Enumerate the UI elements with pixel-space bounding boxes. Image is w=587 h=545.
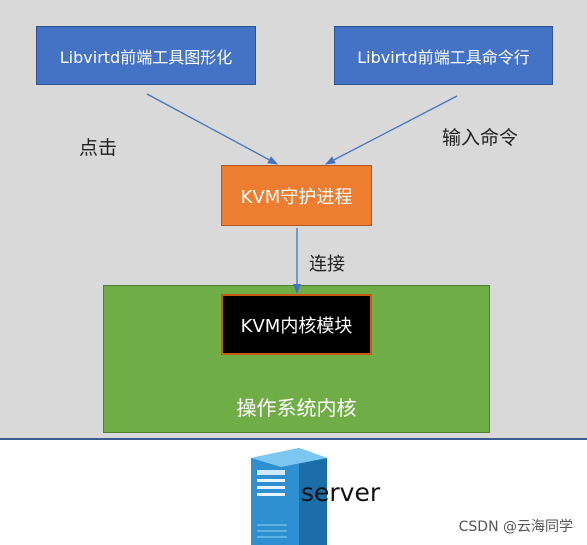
cli-tool-label: Libvirtd前端工具命令行 — [357, 47, 530, 67]
watermark: CSDN @云海同学 — [458, 519, 573, 535]
kvm-daemon-label: KVM守护进程 — [240, 186, 353, 208]
kvm-daemon-box: KVM守护进程 — [221, 165, 372, 226]
os-kernel-label: 操作系统内核 — [236, 396, 357, 420]
gui-tool-box: Libvirtd前端工具图形化 — [36, 26, 256, 85]
click-label: 点击 — [79, 137, 118, 159]
connect-label: 连接 — [309, 254, 345, 275]
input-command-label: 输入命令 — [442, 127, 519, 149]
kvm-kernel-module-box: KVM内核模块 — [221, 294, 372, 355]
arrow-gui-to-daemon — [146, 93, 278, 165]
server-icon — [251, 448, 327, 545]
gui-tool-label: Libvirtd前端工具图形化 — [59, 47, 233, 67]
arrow-cli-to-daemon — [325, 95, 458, 165]
cli-tool-box: Libvirtd前端工具命令行 — [334, 26, 553, 85]
server-label: server — [301, 478, 381, 507]
kvm-kernel-module-label: KVM内核模块 — [240, 315, 353, 337]
